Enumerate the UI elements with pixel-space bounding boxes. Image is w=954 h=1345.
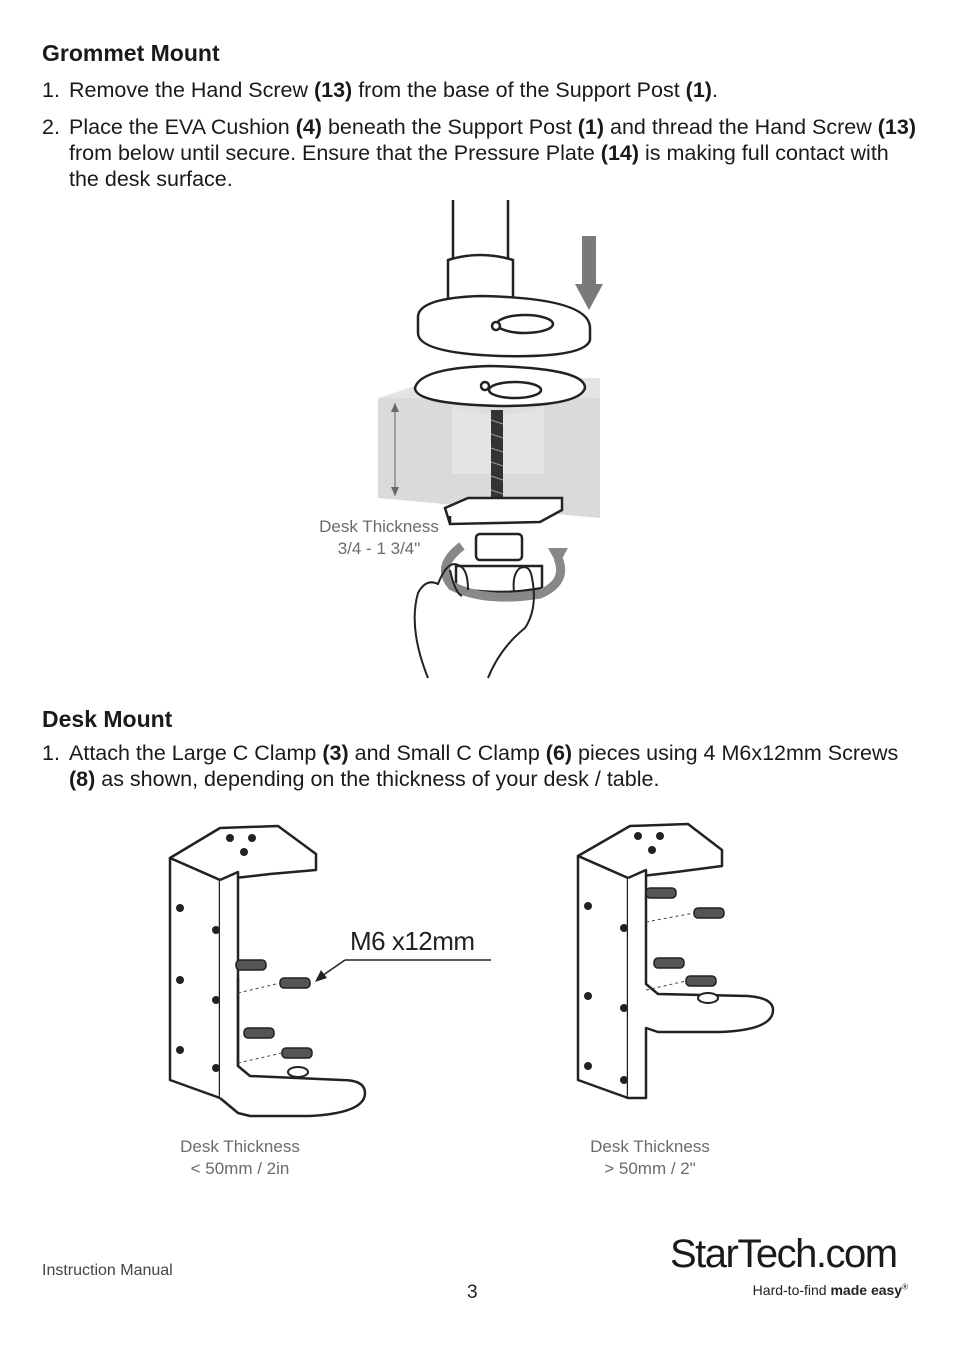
part-text: pieces using 4 M6x12mm Screws	[572, 741, 899, 765]
tagline-regular: Hard-to-find	[752, 1282, 831, 1298]
part-reference: (8)	[69, 767, 96, 791]
desk-mount-heading: Desk Mount	[42, 706, 173, 732]
part-text: Remove the Hand Screw	[69, 78, 314, 102]
part-reference: (13)	[877, 115, 916, 139]
grommet-desk-thickness-caption: Desk Thickness 3/4 - 1 3/4"	[309, 516, 449, 560]
startech-logo: StarTech.com Hard-to-find made easy®	[670, 1232, 910, 1307]
grommet-mount-heading: Grommet Mount	[42, 40, 220, 66]
caption-line-2: > 50mm / 2"	[604, 1159, 696, 1178]
part-reference: (13)	[313, 78, 353, 102]
part-reference: (1)	[685, 78, 712, 102]
part-reference: (3)	[322, 741, 349, 765]
logo-wordmark: StarTech.com	[670, 1232, 898, 1276]
eva-cushion	[413, 364, 587, 408]
step-number: 1.	[42, 741, 60, 765]
step-text: Attach the Large C Clamp (3) and Small C…	[69, 740, 922, 792]
part-text: Place the EVA Cushion	[69, 115, 296, 139]
desk-step-1: 1. Attach the Large C Clamp (3) and Small…	[42, 740, 922, 792]
post-base-plate	[416, 294, 592, 358]
grommet-step-2: 2. Place the EVA Cushion (4) beneath the …	[42, 114, 922, 192]
step-number: 2.	[42, 115, 60, 139]
large-c-clamp-illustration	[168, 824, 367, 1118]
caption-line-1: Desk Thickness	[590, 1137, 710, 1156]
large-clamp-caption: Desk Thickness < 50mm / 2in	[160, 1136, 320, 1180]
caption-line-2: 3/4 - 1 3/4"	[337, 539, 421, 558]
down-arrow	[575, 236, 603, 310]
logo-tagline: Hard-to-find made easy®	[753, 1282, 908, 1298]
part-text: is making full contact with the desk sur…	[69, 141, 889, 191]
part-text: and thread the Hand Screw	[604, 115, 878, 139]
page-number: 3	[467, 1282, 478, 1303]
caption-line-1: Desk Thickness	[319, 517, 439, 536]
caption-line-1: Desk Thickness	[180, 1137, 300, 1156]
part-reference: (4)	[295, 115, 322, 139]
small-clamp-caption: Desk Thickness > 50mm / 2"	[570, 1136, 730, 1180]
pressure-plate	[443, 496, 564, 526]
caption-line-2: < 50mm / 2in	[190, 1159, 290, 1178]
step-text: Remove the Hand Screw (13) from the base…	[69, 77, 922, 103]
part-text: from the base of the Support Post	[352, 78, 686, 102]
hand-screw-knob	[454, 532, 544, 594]
grommet-step-1: 1. Remove the Hand Screw (13) from the ba…	[42, 77, 922, 103]
tagline-mark: ®	[902, 1282, 908, 1292]
part-text: as shown, depending on the thickness of …	[95, 767, 660, 791]
rotation-arrow	[440, 542, 568, 602]
hand	[413, 563, 535, 679]
step-number: 1.	[42, 78, 60, 102]
part-reference: (1)	[577, 115, 605, 139]
part-text: and Small C Clamp	[348, 741, 546, 765]
part-reference: (14)	[600, 141, 640, 165]
part-text: beneath the Support Post	[321, 115, 578, 139]
part-text: .	[711, 78, 718, 102]
part-reference: (6)	[545, 741, 573, 765]
part-text: from below until secure. Ensure that the…	[69, 141, 601, 165]
grommet-mount-illustration	[378, 200, 603, 679]
tagline-bold: made easy	[830, 1282, 903, 1298]
screw-leader-line	[315, 959, 491, 982]
footer-document-title: Instruction Manual	[42, 1262, 173, 1279]
small-c-clamp-illustration	[576, 822, 775, 1100]
part-text: Attach the Large C Clamp	[69, 741, 323, 765]
step-text: Place the EVA Cushion (4) beneath the Su…	[69, 114, 922, 192]
screw-size-label: M6 x12mm	[350, 926, 475, 956]
